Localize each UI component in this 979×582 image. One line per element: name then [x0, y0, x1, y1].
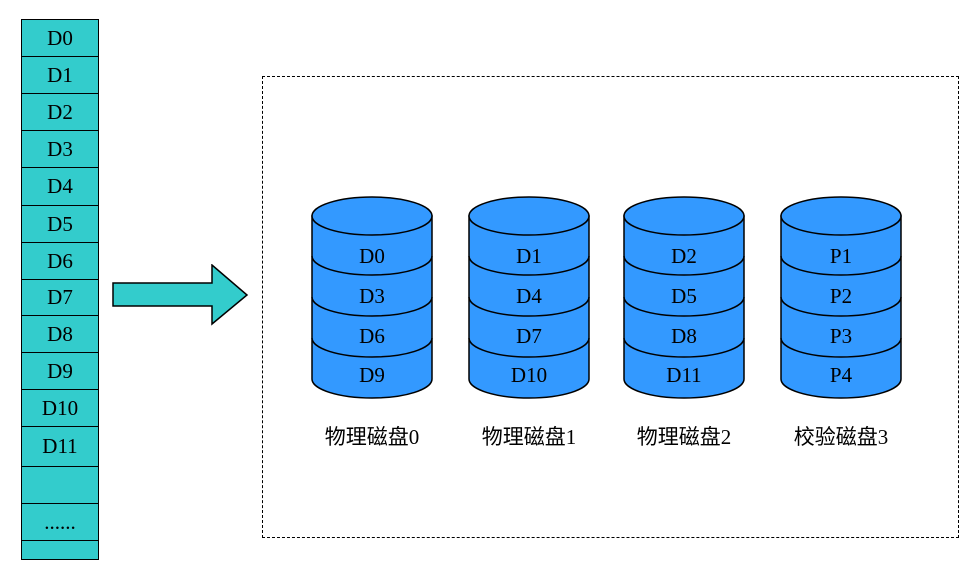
cylinder-disk-icon — [623, 196, 745, 399]
disk-caption: 物理磁盘0 — [324, 425, 420, 449]
disk-block-label: D10 — [510, 363, 548, 387]
stripe-cell — [22, 467, 98, 504]
disk-block-label: D1 — [516, 244, 542, 268]
stripe-cell: D4 — [22, 168, 98, 206]
disk-caption: 物理磁盘2 — [636, 425, 732, 449]
stripe-cell: D6 — [22, 243, 98, 280]
stripe-cell: D8 — [22, 316, 98, 353]
disk-caption: 物理磁盘1 — [481, 425, 577, 449]
stripe-cell: D9 — [22, 353, 98, 390]
disk-block-label: D7 — [516, 324, 542, 348]
disk-block-label: D0 — [359, 244, 385, 268]
right-arrow-icon — [112, 264, 249, 326]
disk-block-label: D6 — [359, 324, 385, 348]
disk-block-label: D5 — [671, 284, 697, 308]
stripe-cell — [22, 541, 98, 558]
stripe-cell: D11 — [22, 427, 98, 467]
disk-block-label: D11 — [666, 363, 702, 387]
disk-block-label: D4 — [516, 284, 542, 308]
disk-block-label: D2 — [671, 244, 697, 268]
cylinder-disk-icon — [311, 196, 433, 399]
stripe-cell: D5 — [22, 206, 98, 243]
disk-array-frame — [262, 76, 959, 538]
disk-block-label: P4 — [829, 363, 853, 387]
stripe-cell: D2 — [22, 94, 98, 131]
disk-caption: 校验磁盘3 — [793, 425, 889, 449]
disk-block-label: D9 — [359, 363, 385, 387]
stripe-cell: ...... — [22, 504, 98, 541]
stripe-cell: D1 — [22, 57, 98, 94]
stripe-cell: D7 — [22, 280, 98, 316]
disk-block-label: P2 — [829, 284, 853, 308]
stripe-cell: D0 — [22, 20, 98, 57]
stripe-cell: D10 — [22, 390, 98, 427]
disk-block-label: P1 — [829, 244, 853, 268]
disk-block-label: P3 — [829, 324, 853, 348]
cylinder-disk-icon — [780, 196, 902, 399]
cylinder-disk-icon — [468, 196, 590, 399]
disk-block-label: D3 — [359, 284, 385, 308]
disk-block-label: D8 — [671, 324, 697, 348]
stripe-cell: D3 — [22, 131, 98, 168]
